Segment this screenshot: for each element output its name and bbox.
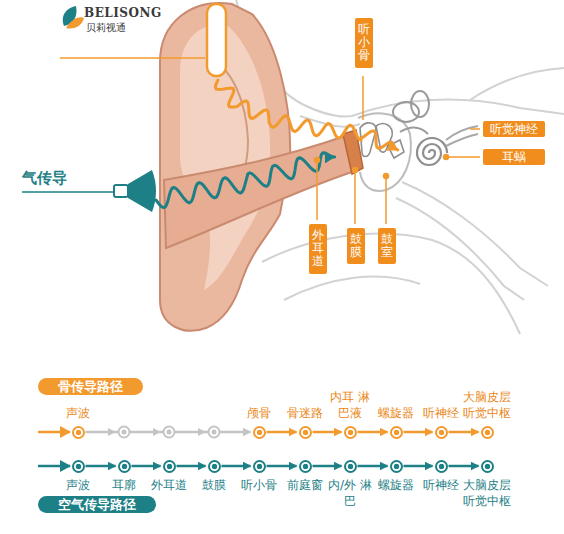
step-node: 外耳道 bbox=[163, 460, 176, 473]
step-label: 听神经 bbox=[415, 477, 467, 493]
step-node: 声波 bbox=[72, 426, 85, 439]
step-node: 大脑皮层 听觉中枢 bbox=[481, 460, 494, 473]
step-label: 前庭窗 bbox=[279, 477, 331, 493]
step-node: 螺旋器 bbox=[390, 460, 403, 473]
path-connector bbox=[177, 465, 206, 468]
step-node: 内耳 淋巴液 bbox=[344, 426, 357, 439]
step-label: 大脑皮层 听觉中枢 bbox=[461, 477, 513, 509]
step-label: 耳廓 bbox=[98, 477, 150, 493]
step-node: 内/外 淋巴 bbox=[344, 460, 357, 473]
path-connector bbox=[404, 431, 433, 434]
step-label: 外耳道 bbox=[143, 477, 195, 493]
logo-pointer bbox=[60, 57, 205, 59]
step-node: 耳廓 bbox=[118, 460, 131, 473]
path-heading: 骨传导路径 bbox=[38, 378, 143, 395]
step-node: 听小骨 bbox=[253, 460, 266, 473]
earphone bbox=[128, 170, 156, 212]
step-label: 听神经 bbox=[415, 405, 467, 421]
callout-label: 鼓膜 bbox=[350, 233, 362, 259]
air-wave bbox=[156, 153, 335, 208]
heading-label: 空气传导路径 bbox=[58, 497, 136, 512]
step-label: 鼓膜 bbox=[188, 477, 240, 493]
step-node: 听神经 bbox=[435, 460, 448, 473]
path-connector bbox=[222, 465, 251, 468]
step-node: 鼓膜 bbox=[208, 460, 221, 473]
bone-conduction-device bbox=[207, 4, 226, 76]
callout-tag: 耳蜗 bbox=[483, 149, 545, 165]
label-holder: 气传导 bbox=[22, 169, 67, 187]
path-connector bbox=[313, 465, 342, 468]
label-holder: 贝莉视通 bbox=[86, 22, 126, 34]
step-label: 螺旋器 bbox=[370, 405, 422, 421]
semicircular-canals bbox=[393, 91, 429, 134]
step-label: 大脑皮层 听觉中枢 bbox=[461, 389, 513, 421]
step-label: 颅骨 bbox=[233, 405, 285, 421]
step-node: 大脑皮层 听觉中枢 bbox=[481, 426, 494, 439]
callout-tag: 外耳道 bbox=[309, 224, 327, 274]
step-node: 听神经 bbox=[435, 426, 448, 439]
path-connector bbox=[358, 431, 388, 434]
row-lead-in bbox=[38, 431, 70, 434]
callout-label: 鼓室 bbox=[381, 233, 393, 259]
path-connector bbox=[449, 465, 479, 468]
path-connector bbox=[358, 465, 388, 468]
step-label: 骨迷路 bbox=[279, 405, 331, 421]
callout-tag: 鼓室 bbox=[378, 228, 396, 264]
ossicles bbox=[360, 123, 404, 158]
air-pointer bbox=[22, 191, 116, 193]
path-heading: 空气传导路径 bbox=[38, 496, 156, 513]
leader-lines bbox=[315, 76, 481, 224]
step-node: 前庭窗 bbox=[299, 460, 312, 473]
path-connector bbox=[132, 465, 161, 468]
cochlea bbox=[417, 138, 447, 165]
callout-label: 听小骨 bbox=[358, 23, 370, 63]
logo-text: BELISONG bbox=[84, 6, 162, 20]
step-label: 声波 bbox=[52, 477, 104, 493]
callout-tag: 鼓膜 bbox=[347, 228, 365, 264]
callout-tag: 听小骨 bbox=[355, 18, 373, 68]
path-connector bbox=[267, 465, 297, 468]
middle-ear bbox=[358, 113, 411, 191]
gray-step bbox=[108, 427, 220, 438]
step-node: 声波 bbox=[72, 460, 85, 473]
logo-leaf bbox=[66, 17, 84, 28]
step-label: 听小骨 bbox=[233, 477, 285, 493]
step-node: 骨迷路 bbox=[299, 426, 312, 439]
callout-tag: 听觉神经 bbox=[483, 121, 545, 137]
path-connector bbox=[86, 465, 116, 468]
conduction-label: 气传导 bbox=[22, 169, 67, 187]
label-holder: BELISONG bbox=[84, 6, 162, 20]
callout-label: 耳蜗 bbox=[489, 149, 539, 165]
path-connector bbox=[313, 431, 342, 434]
step-node: 颅骨 bbox=[253, 426, 266, 439]
bone-wave bbox=[215, 80, 397, 150]
step-label: 内/外 淋巴 bbox=[324, 477, 376, 509]
row-lead-in bbox=[38, 465, 70, 468]
path-connector bbox=[449, 431, 479, 434]
earphone bbox=[114, 185, 128, 197]
step-label: 内耳 淋巴液 bbox=[324, 389, 376, 421]
step-label: 螺旋器 bbox=[370, 477, 422, 493]
path-connector bbox=[267, 431, 297, 434]
path-connector bbox=[404, 465, 433, 468]
step-label: 声波 bbox=[52, 405, 104, 421]
callout-label: 听觉神经 bbox=[489, 121, 539, 137]
heading-label: 骨传导路径 bbox=[58, 379, 123, 394]
logo-text: 贝莉视通 bbox=[86, 22, 126, 34]
step-node: 螺旋器 bbox=[390, 426, 403, 439]
callout-label: 外耳道 bbox=[312, 229, 324, 269]
